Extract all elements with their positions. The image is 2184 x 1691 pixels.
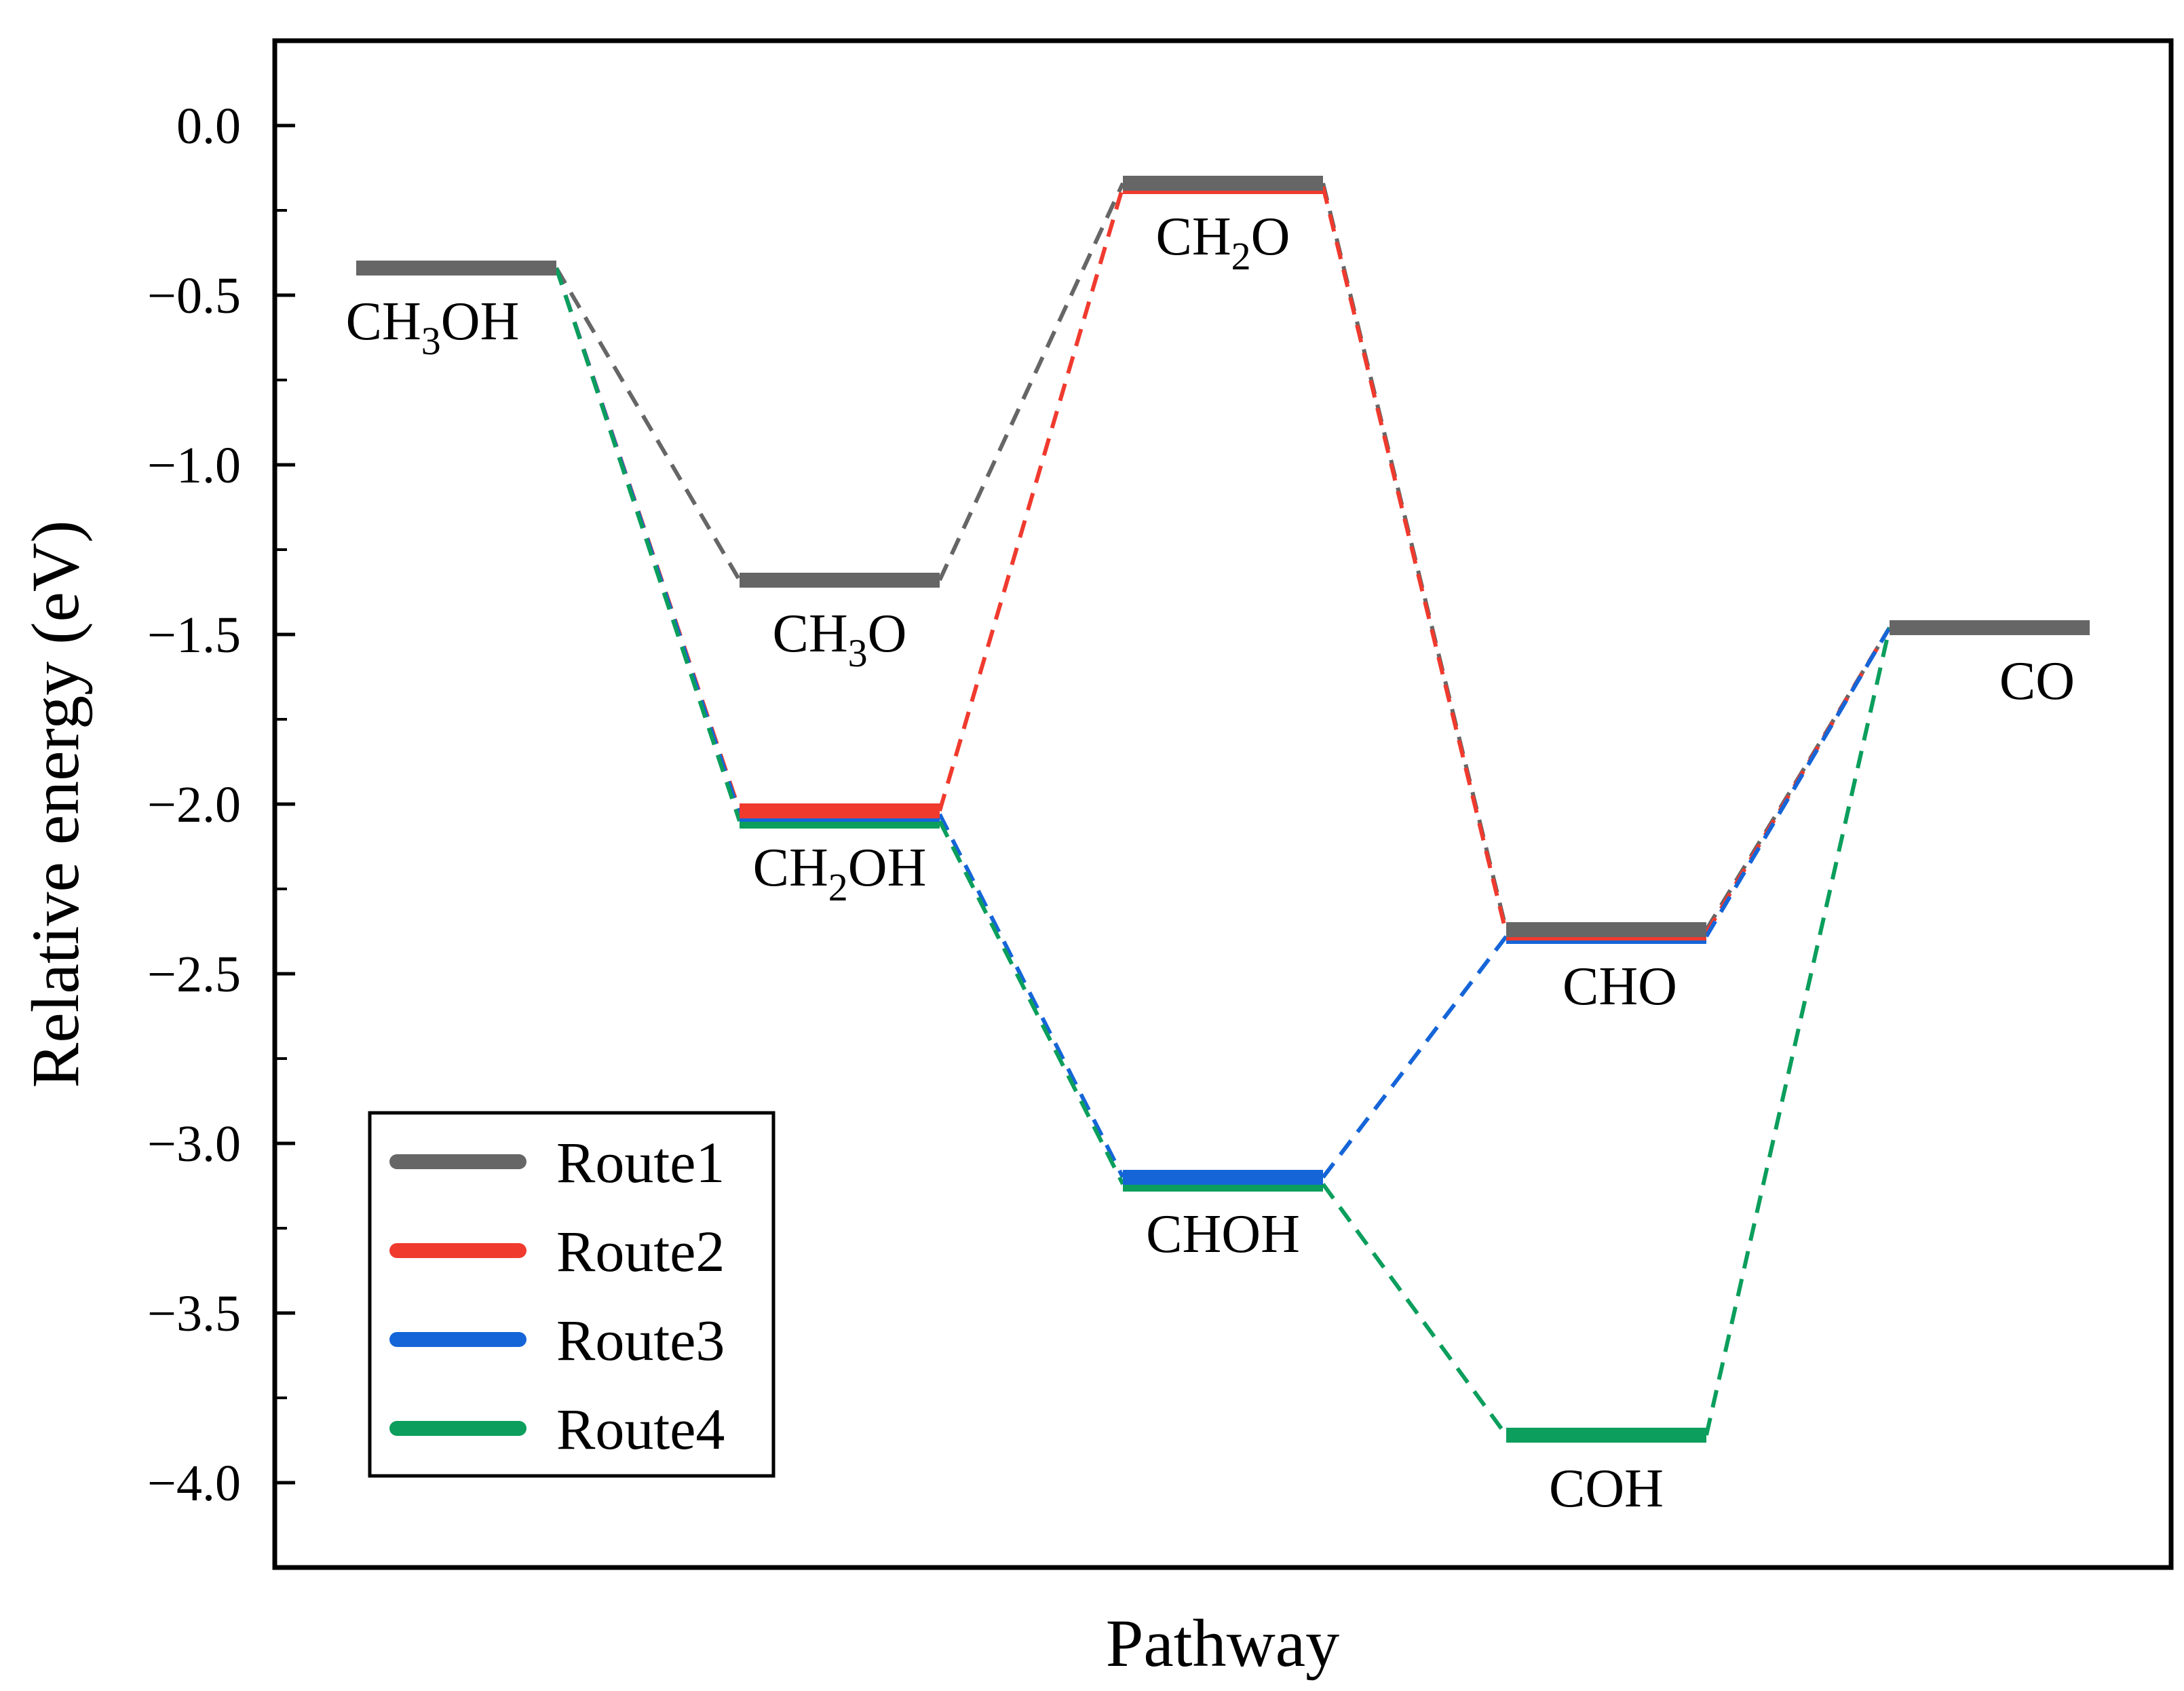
- connector-route3: [1704, 626, 1892, 938]
- state-label-cho: CHO: [1563, 957, 1677, 1016]
- legend-label-route4: Route4: [556, 1396, 725, 1462]
- connector-route1: [554, 267, 742, 582]
- state-label-coh: COH: [1549, 1459, 1664, 1519]
- y-axis-ticks: 0.0 −0.5 −1.0 −1.5 −2.0 −2.5 −3.0 −3.5 −4.0: [147, 39, 295, 1569]
- y-tick-label: −3.0: [147, 1116, 241, 1173]
- energy-levels: [356, 176, 2090, 1443]
- y-tick-label: −1.0: [147, 437, 241, 494]
- connector-route4: [1321, 1183, 1508, 1437]
- state-label-ch2o: CH2O: [1156, 207, 1290, 278]
- connector-route1: [938, 182, 1125, 582]
- y-tick-label: −3.5: [147, 1285, 241, 1342]
- legend-label-route3: Route3: [556, 1308, 725, 1373]
- connector-route2: [938, 186, 1125, 812]
- state-label-co: CO: [1999, 651, 2075, 711]
- connector-route4: [554, 267, 742, 822]
- state-label-ch3o: CH3O: [773, 604, 907, 675]
- route-connectors: [554, 182, 1892, 1437]
- connector-route4: [938, 820, 1125, 1185]
- y-axis-title: Relative energy (eV): [18, 520, 93, 1088]
- y-tick-label: −0.5: [147, 267, 241, 324]
- connector-route3: [1321, 935, 1508, 1179]
- y-tick-label: 0.0: [176, 98, 241, 155]
- y-tick-label: −2.5: [147, 946, 241, 1003]
- state-label-choh: CHOH: [1146, 1204, 1300, 1264]
- connector-route2: [1321, 186, 1508, 934]
- legend-box: [368, 1111, 775, 1478]
- connector-route3: [938, 813, 1125, 1179]
- x-axis-title: Pathway: [1106, 1606, 1339, 1681]
- legend-label-route1: Route1: [556, 1130, 725, 1195]
- state-labels: CH3OH CH3O CH2OH CH2O CHOH CHO COH CO: [346, 207, 2075, 1519]
- state-label-ch3oh: CH3OH: [346, 292, 520, 363]
- plot-frame: [272, 38, 2174, 1570]
- state-label-ch2oh: CH2OH: [753, 838, 927, 909]
- y-tick-label: −2.0: [147, 776, 241, 833]
- y-tick-label: −4.0: [147, 1455, 241, 1512]
- legend-label-route2: Route2: [556, 1219, 725, 1284]
- connector-route4: [1704, 627, 1892, 1436]
- y-tick-label: −1.5: [147, 607, 241, 664]
